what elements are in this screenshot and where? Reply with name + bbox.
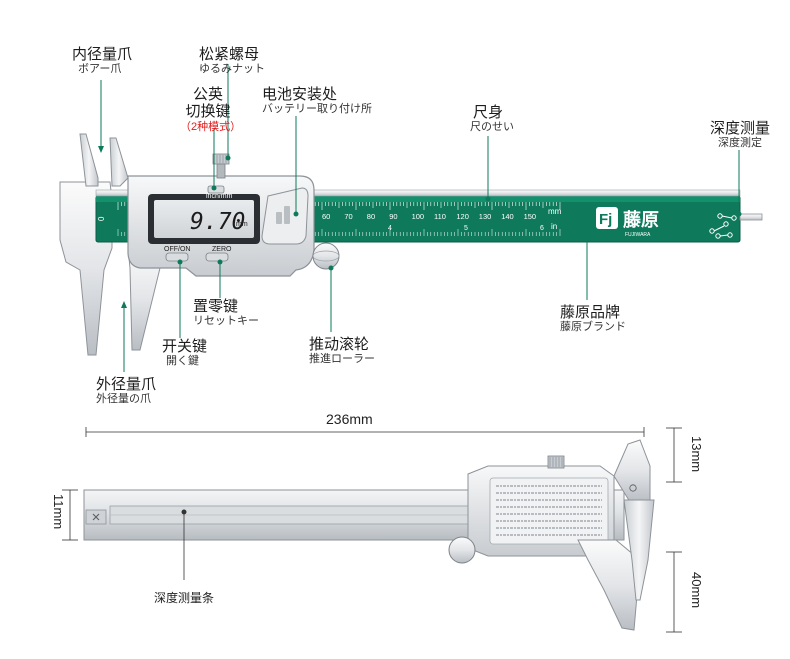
back-fixed-jaw bbox=[623, 499, 655, 601]
lcd-reading: 9.70 bbox=[190, 209, 245, 235]
caliper-back-view bbox=[83, 439, 655, 631]
scale-number: 90 bbox=[389, 212, 397, 221]
scale-unit-mm: mm bbox=[548, 207, 562, 216]
scale-inch-number: 6 bbox=[540, 225, 544, 232]
power-button[interactable] bbox=[165, 252, 189, 262]
back-plate-marks bbox=[629, 484, 637, 492]
inner-jaw-cn: 内径量爪 bbox=[72, 46, 133, 63]
lcd-screen bbox=[154, 200, 254, 238]
dimension-beam-height: 11mm bbox=[50, 494, 66, 530]
lock-nut-jp: ゆるみナット bbox=[199, 63, 265, 76]
back-label-text-lines bbox=[496, 485, 602, 536]
back-lower-jaw bbox=[577, 539, 641, 631]
dimension-jaw-depth: 40mm bbox=[688, 572, 704, 609]
scale-number: 60 bbox=[322, 212, 330, 221]
depth-measure-label: 深度测量 深度測定 bbox=[710, 120, 770, 150]
lcd-unit: mm bbox=[236, 221, 248, 228]
dimension-head-height: 13mm bbox=[688, 436, 704, 473]
scale-inch-number: 4 bbox=[388, 225, 392, 232]
thumb-roller-jp: 推進ローラー bbox=[309, 353, 375, 366]
brand-logo-mark: Fj bbox=[599, 211, 612, 228]
thumb-roller-cn: 推动滚轮 bbox=[309, 336, 370, 353]
inner-jaw-label: 内径量爪 ボアー爪 bbox=[72, 46, 132, 76]
depth-bar-pointer-dot bbox=[181, 509, 187, 515]
leader-lines bbox=[98, 64, 742, 372]
zero-key-label: 置零键 リセットキー bbox=[193, 298, 259, 328]
lcd-top-label: inch/mm bbox=[206, 193, 233, 200]
power-key-label: 开关键 開く鍵 bbox=[162, 338, 207, 368]
caliper-front-view: 60 70 80 90 100 110 120 130 140 150 4 5 6 0 mm in Fj… bbox=[59, 133, 763, 356]
circuit-decoration bbox=[709, 213, 737, 239]
brand-logo: Fj 藤原 FUJIWARA bbox=[596, 207, 659, 238]
dimension-lines bbox=[62, 427, 682, 633]
battery-logo-icon bbox=[276, 206, 290, 224]
scale-number: 120 bbox=[456, 212, 469, 221]
thumb-roller[interactable] bbox=[312, 242, 340, 270]
ruler-body-label: 尺身 尺のせい bbox=[470, 104, 514, 134]
depth-rod bbox=[739, 213, 763, 221]
beam-highlight bbox=[96, 196, 740, 202]
power-key-jp: 開く鍵 bbox=[166, 355, 199, 368]
unit-switch-note: （2种模式） bbox=[180, 120, 242, 133]
battery-label: 电池安装处 バッテリー取り付け所 bbox=[262, 86, 372, 116]
back-lock-nut bbox=[547, 455, 565, 469]
ruler-body-jp: 尺のせい bbox=[470, 121, 514, 134]
depth-bar-screw-icon bbox=[92, 513, 100, 521]
scale-number: 150 bbox=[524, 212, 537, 221]
dimension-length: 236mm bbox=[326, 411, 373, 427]
zero-key-jp: リセットキー bbox=[193, 315, 259, 328]
sliding-inner-jaw bbox=[109, 137, 129, 187]
inner-jaw-jp: ボアー爪 bbox=[78, 63, 122, 76]
depth-measure-jp: 深度測定 bbox=[718, 137, 762, 150]
back-thumb-roller bbox=[448, 536, 476, 564]
lock-nut-label: 松紧螺母 ゆるみナット bbox=[199, 46, 265, 76]
scale-number: 130 bbox=[479, 212, 492, 221]
thumb-roller-label: 推动滚轮 推進ローラー bbox=[309, 336, 375, 366]
scale-number: 100 bbox=[412, 212, 425, 221]
brand-sub: FUJIWARA bbox=[625, 232, 651, 238]
off-on-label: OFF/ON bbox=[164, 246, 190, 253]
unit-switch-cn-1: 公英 bbox=[192, 86, 223, 103]
scale-inch-number: 5 bbox=[464, 225, 468, 232]
brand-label-jp: 藤原ブランド bbox=[560, 321, 626, 334]
scale-numbers: 60 70 80 90 100 110 120 130 140 150 4 5 6 bbox=[322, 212, 544, 232]
unit-switch-label: 公英 切换键 （2种模式） bbox=[180, 86, 242, 133]
battery-jp: バッテリー取り付け所 bbox=[262, 103, 372, 116]
outer-jaw-label: 外径量爪 外径量の爪 bbox=[96, 376, 156, 406]
unit-switch-cn-2: 切换键 bbox=[185, 103, 231, 121]
scale-number: 110 bbox=[434, 212, 446, 221]
depth-measure-cn: 深度测量 bbox=[710, 120, 771, 137]
lock-nut-cn: 松紧螺母 bbox=[199, 46, 260, 63]
scale-number: 70 bbox=[344, 212, 352, 221]
zero-label: ZERO bbox=[212, 246, 232, 253]
ruler-body-cn: 尺身 bbox=[472, 104, 503, 121]
scale-zero: 0 bbox=[97, 216, 106, 221]
power-key-cn: 开关键 bbox=[162, 338, 208, 355]
scale-number: 140 bbox=[501, 212, 514, 221]
outer-jaw-cn: 外径量爪 bbox=[96, 376, 157, 393]
zero-key-cn: 置零键 bbox=[193, 298, 239, 315]
scale-unit-in: in bbox=[551, 222, 557, 231]
brand-label: 藤原品牌 藤原ブランド bbox=[560, 304, 626, 334]
beam-top-edge bbox=[95, 189, 741, 197]
brand-label-cn: 藤原品牌 bbox=[560, 304, 621, 321]
outer-jaw-jp: 外径量の爪 bbox=[96, 393, 151, 406]
fixed-inner-jaw bbox=[79, 133, 99, 187]
zero-button[interactable] bbox=[205, 252, 229, 262]
brand-name: 藤原 bbox=[623, 209, 659, 231]
depth-bar-label: 深度测量条 bbox=[154, 591, 215, 605]
brand-logo-box bbox=[596, 207, 618, 229]
battery-cn: 电池安装处 bbox=[262, 86, 338, 103]
scale-number: 80 bbox=[367, 212, 375, 221]
